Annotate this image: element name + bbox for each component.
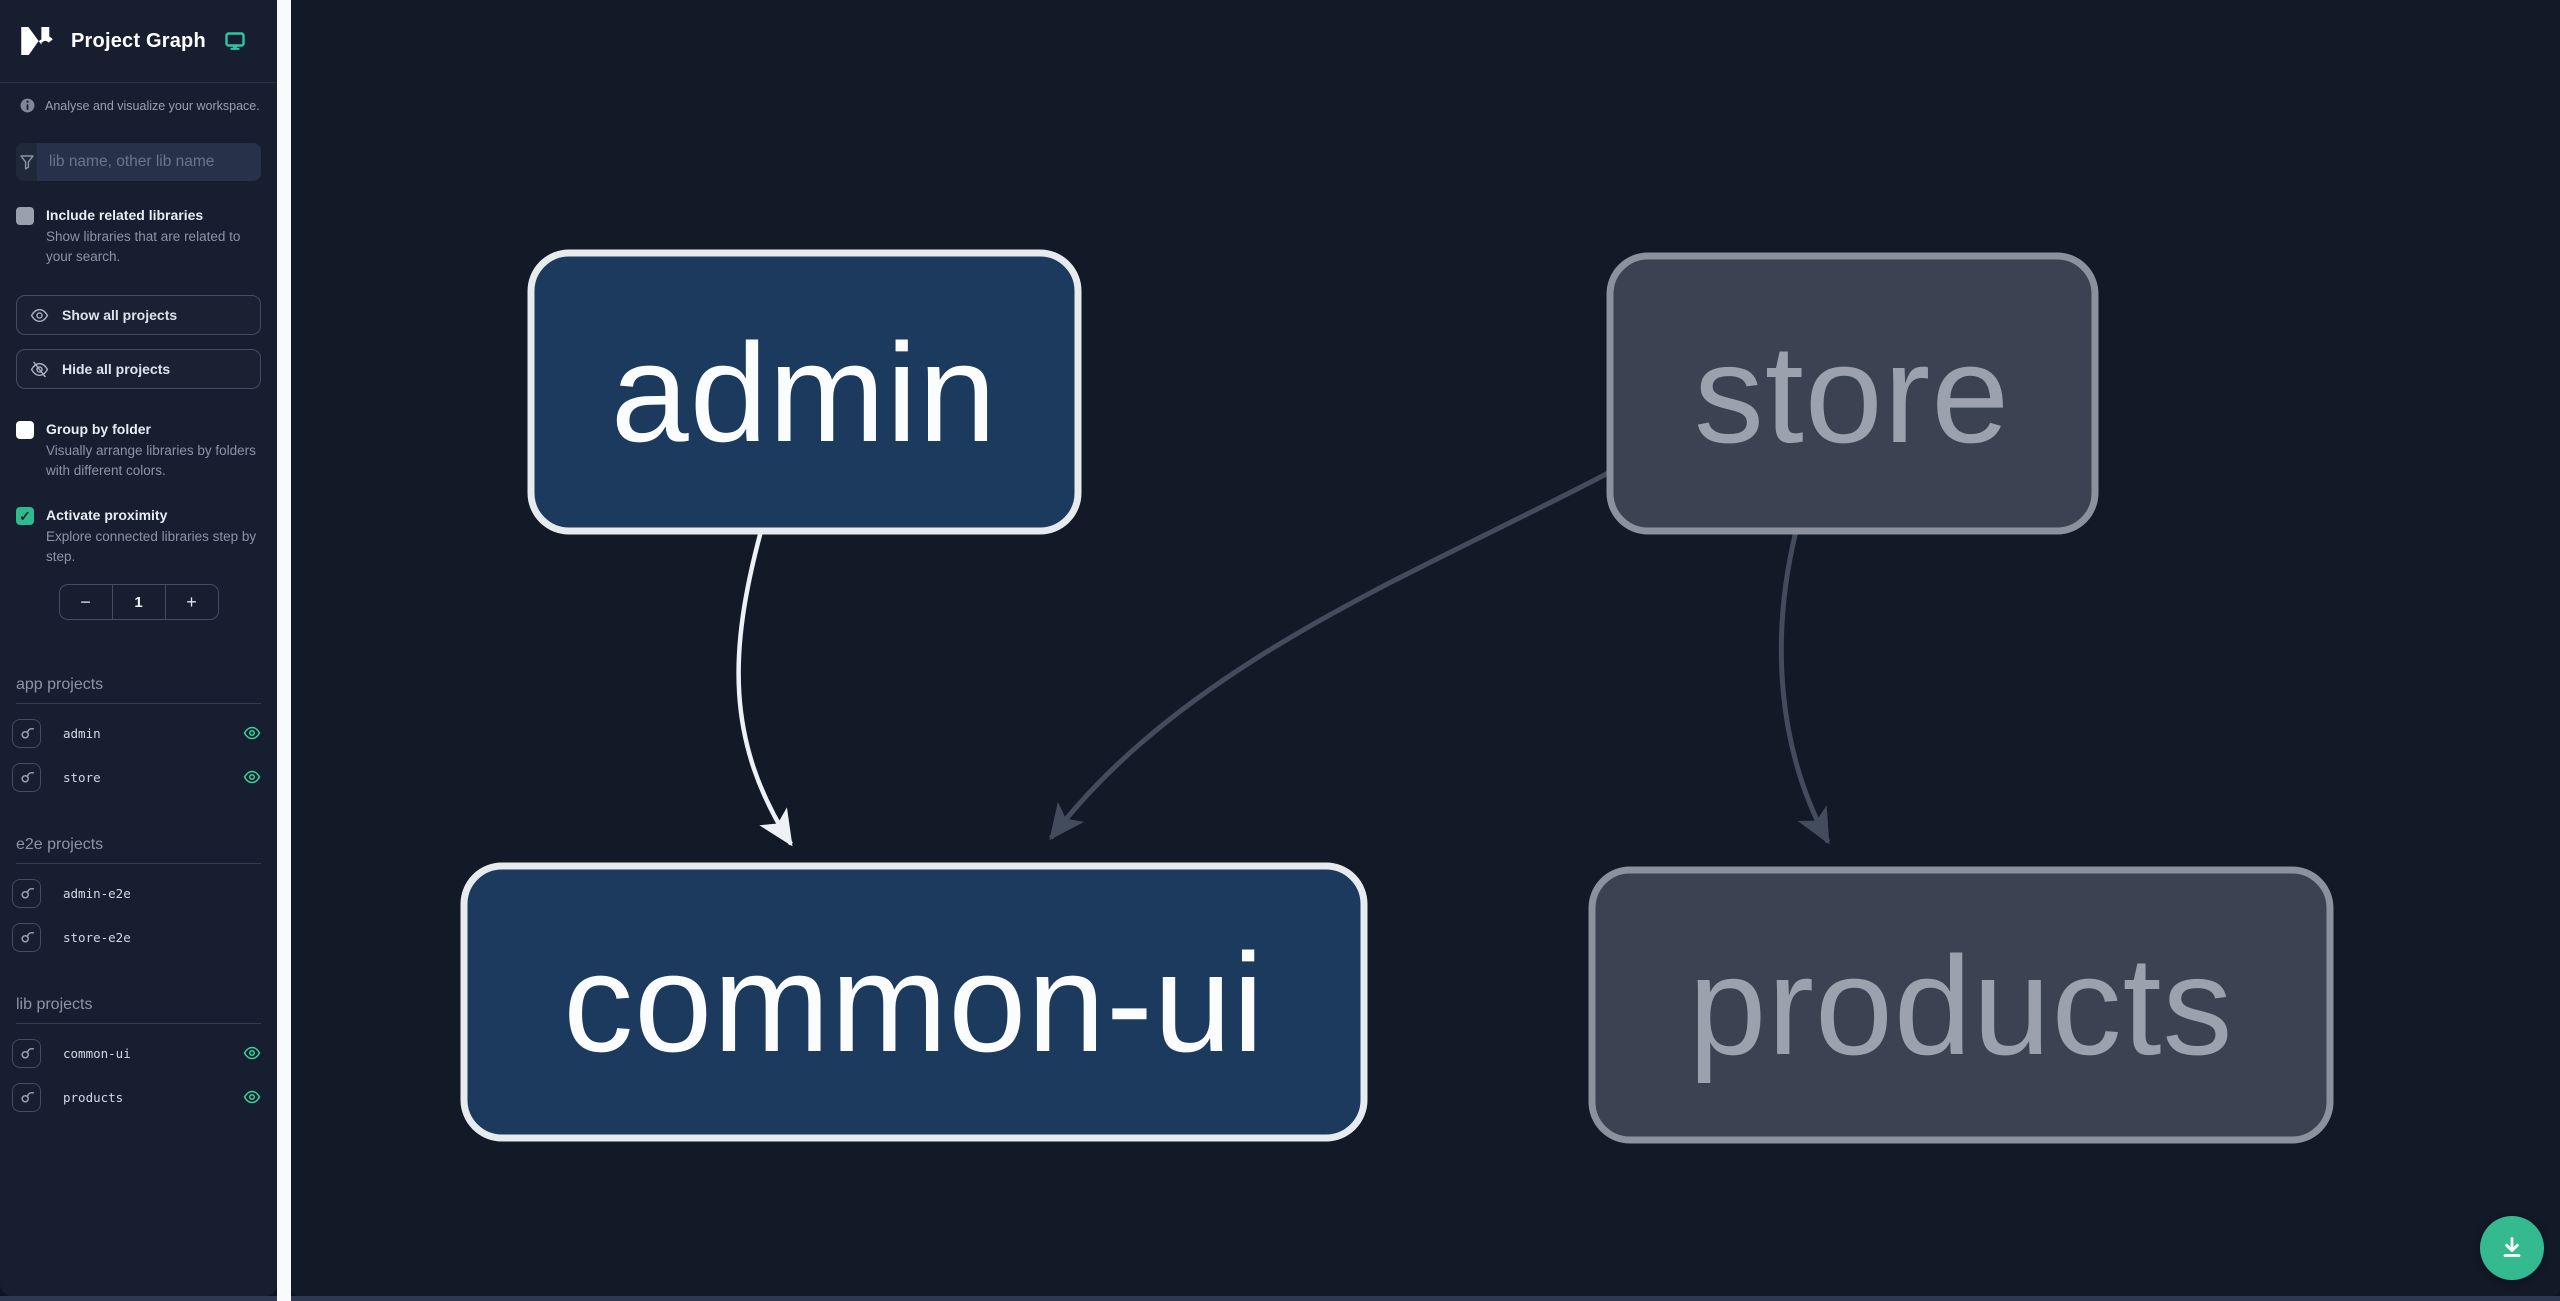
node-label-admin: admin [611, 314, 997, 471]
hide-all-projects-label: Hide all projects [62, 361, 171, 377]
include-related-label: Include related libraries [46, 207, 204, 223]
edge-admin-to-common-ui[interactable] [736, 530, 793, 847]
nx-logo-icon [16, 20, 58, 62]
focus-project-button[interactable] [12, 922, 41, 952]
proximity-value: 1 [111, 585, 166, 619]
sidebar-header: Project Graph [0, 0, 277, 83]
focus-icon [20, 727, 34, 739]
project-name: store-e2e [63, 929, 131, 945]
project-name: admin-e2e [63, 885, 131, 901]
project-row-store-e2e: store-e2e [12, 922, 261, 952]
node-label-products: products [1689, 927, 2234, 1084]
bottom-edge-line [0, 1296, 2560, 1301]
project-row-admin-e2e: admin-e2e [12, 878, 261, 908]
edge-store-to-common-ui[interactable] [1049, 469, 1612, 841]
section-title: app projects [16, 676, 261, 704]
include-related-row: Include related libraries Show libraries… [16, 205, 261, 267]
proximity-stepper: − 1 + [58, 584, 219, 620]
section-app-projects: app projects admin [0, 676, 277, 792]
node-label-common-ui: common-ui [563, 924, 1264, 1081]
focus-project-button[interactable] [12, 1082, 41, 1112]
graph-canvas[interactable]: admin store common-ui products [291, 0, 2560, 1296]
show-all-projects-label: Show all projects [62, 307, 178, 323]
focus-icon [20, 1047, 34, 1059]
eye-off-icon [30, 360, 49, 379]
sidebar-resize-handle[interactable] [277, 0, 291, 1301]
section-title: e2e projects [16, 836, 261, 864]
focus-project-button[interactable] [12, 1038, 41, 1068]
toggle-visibility-eye-icon[interactable] [243, 1044, 261, 1062]
monitor-icon [225, 31, 245, 51]
project-name: products [63, 1089, 124, 1105]
include-related-checkbox[interactable] [16, 207, 34, 225]
graph-node-store[interactable]: store [1606, 252, 2099, 535]
workspace-subtitle-row: Analyse and visualize your workspace. [20, 98, 261, 113]
group-by-folder-label: Group by folder [46, 421, 151, 437]
group-by-folder-description: Visually arrange libraries by folders wi… [46, 443, 256, 478]
node-label-store: store [1694, 315, 2010, 472]
toggle-visibility-eye-icon[interactable] [243, 768, 261, 786]
project-row-admin: admin [12, 718, 261, 748]
hide-all-projects-button[interactable]: Hide all projects [16, 349, 261, 389]
info-icon [20, 98, 35, 113]
focus-icon [20, 1091, 34, 1103]
funnel-icon [16, 143, 37, 181]
include-related-description: Show libraries that are related to your … [46, 229, 241, 264]
graph-node-admin[interactable]: admin [527, 249, 1082, 535]
activate-proximity-label: Activate proximity [46, 507, 168, 523]
focus-project-button[interactable] [12, 718, 41, 748]
download-icon [2498, 1234, 2526, 1262]
proximity-decrement-button[interactable]: − [60, 585, 112, 619]
focus-icon [20, 887, 34, 899]
group-by-folder-row: Group by folder Visually arrange librari… [16, 419, 261, 481]
project-row-common-ui: common-ui [12, 1038, 261, 1068]
toggle-visibility-eye-icon[interactable] [243, 1088, 261, 1106]
proximity-increment-button[interactable]: + [166, 585, 218, 619]
show-all-projects-button[interactable]: Show all projects [16, 295, 261, 335]
filter-input[interactable] [37, 143, 261, 181]
focus-icon [20, 771, 34, 783]
activate-proximity-description: Explore connected libraries step by step… [46, 529, 257, 564]
focus-icon [20, 931, 34, 943]
sidebar: Project Graph Analyse and visualize your… [0, 0, 277, 1296]
eye-icon [30, 306, 49, 325]
activate-proximity-row: Activate proximity Explore connected lib… [16, 505, 261, 567]
workspace-subtitle: Analyse and visualize your workspace. [45, 98, 260, 113]
focus-project-button[interactable] [12, 878, 41, 908]
edge-store-to-products[interactable] [1778, 530, 1831, 845]
project-row-products: products [12, 1082, 261, 1112]
toggle-visibility-eye-icon[interactable] [243, 724, 261, 742]
graph-node-products[interactable]: products [1588, 866, 2334, 1144]
project-name: admin [63, 725, 101, 741]
download-button[interactable] [2480, 1216, 2544, 1280]
project-name: common-ui [63, 1045, 131, 1061]
section-title: lib projects [16, 996, 261, 1024]
filter-box [16, 143, 261, 181]
app-title: Project Graph [71, 29, 206, 52]
section-lib-projects: lib projects common-ui [0, 996, 277, 1112]
project-name: store [63, 769, 101, 785]
graph-node-common-ui[interactable]: common-ui [460, 862, 1368, 1142]
activate-proximity-checkbox[interactable] [16, 507, 34, 525]
focus-project-button[interactable] [12, 762, 41, 792]
project-row-store: store [12, 762, 261, 792]
section-e2e-projects: e2e projects admin-e2e store-e2 [0, 836, 277, 952]
group-by-folder-checkbox[interactable] [16, 421, 34, 439]
